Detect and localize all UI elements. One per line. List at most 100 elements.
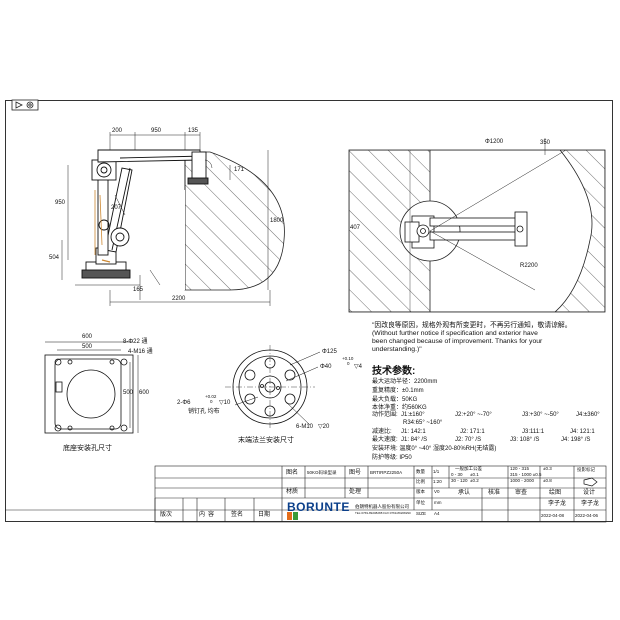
spec-motion-j3: J3:+30° ~-50° [522,412,559,418]
tb-unit-label: 单位 [416,500,425,505]
flange-thread-depth: ▽20 [318,424,330,430]
spec-reduction-j1: J1: 142:1 [401,429,426,435]
spec-speed-j1: J1: 84° /S [401,437,428,443]
spec-speed-j3: J3: 108° /S [510,437,540,443]
flange-caption: 末端法兰安装尺寸 [238,437,294,444]
dim-1800: 1800 [270,218,284,224]
dim-165: 165 [133,287,144,293]
dim-200: 200 [112,128,123,134]
specs-title: 技术参数: [372,366,416,377]
side-view-robot [81,149,209,279]
base-caption: 底座安装孔尺寸 [63,445,112,452]
notice-line-1: "因改良等原因，规格外观有所变更时，不再另行通知，敬请谅解。 [372,322,572,329]
tb-qty-label: 数量 [416,469,425,474]
tb-tol-a4: ±0.3 [543,466,552,471]
spec-reduction-j4: J4: 121:1 [570,429,595,435]
tb-tol-b3: 1000 - 2000 [510,478,535,483]
flange-dia-125: Φ125 [322,349,337,355]
pin-note: 销钉孔 均布 [188,409,220,415]
spec-reduction-j3: J3:111:1 [522,429,545,435]
spec-ip: 防护等级: IP50 [372,455,412,461]
spec-reduction-label: 减速比: [372,429,392,435]
tb-sign-header: 签名 [231,512,244,518]
spec-speed-j2: J2: 70° /S [455,437,482,443]
side-view-envelope [130,151,285,291]
dim-950-top: 950 [151,128,162,134]
tb-tol-header: 一般加工公差 [455,466,482,471]
tb-version-label: 版本 [416,489,425,494]
projection-mark-icon [11,99,39,111]
plan-view-robot [404,211,528,249]
flange-tol-upper: +0.10 [342,356,354,361]
tb-version-value: V0 [434,489,440,494]
notice-text: "因改良等原因，规格外观有所变更时，不再另行通知，敬请谅解。 (Without … [372,322,572,354]
flange-threads: 6-M10 [296,424,314,430]
company-logo: BORUNTE [287,500,350,514]
tb-rev-header: 版次 [160,512,173,518]
pin-tol-upper: +0.02 [205,394,217,399]
spec-motion-r34: R34:65° ~160° [403,420,443,426]
tb-content-header-1: 内 [199,512,206,518]
tb-tol-b2: ±0.2 [470,478,479,483]
spec-speed-label: 最大速度: [372,437,398,443]
spec-environment: 安装环境: 温度0° ~40° 湿度20-80%RH(无结露) [372,446,497,452]
tb-approve-label: 承认 [458,490,471,496]
logo-green-icon [293,512,298,520]
tb-drafter: 李子龙 [548,501,567,507]
tb-designer: 李子龙 [581,501,600,507]
tb-scale-label: 比例 [416,479,425,484]
base-dim-500: 500 [82,344,93,350]
dim-350: 350 [540,140,551,146]
tb-size-value: A4 [434,511,440,516]
base-dim-600: 600 [82,334,93,340]
flange-depth-4: ▽4 [354,364,362,370]
tb-material-label: 材质 [286,489,299,495]
flange-tol-lower: 0 [347,361,350,366]
dim-207: 207 [111,205,122,211]
base-mount-view [44,341,139,434]
dim-407: 407 [350,225,361,231]
dim-phi1200: Φ1200 [485,139,504,145]
company-cn-name: 伯朗特机器人股份有限公司 [355,504,409,509]
pin-tol-lower: 0 [210,399,213,404]
flange-dia-40: Φ40 [320,364,332,370]
tb-tol-a2: ±0.1 [470,472,479,477]
title-block-grid [5,465,607,523]
tb-check-label: 核准 [488,490,501,496]
tb-review-label: 审查 [515,490,528,496]
drawing-frame [5,100,613,522]
tb-tol-b1: 30 - 120 [451,478,468,483]
tb-draw-date: 2022-04-08 [541,513,565,518]
base-dim-500-v: 500 [123,390,134,396]
tb-design-label: 设计 [583,490,596,496]
base-holes-8: 8-Φ22 通 [123,339,148,345]
spec-motion-j4: J4:±360° [576,412,600,418]
dim-504: 504 [49,255,60,261]
tb-proj-label: 投影标记 [577,467,595,472]
tb-unit-value: mm [434,500,442,505]
spec-motion-label: 动作范围: [372,412,398,418]
dim-r2200: R2200 [520,263,538,269]
tb-tol-a3: 120 - 315 [510,466,530,471]
tb-content-header-2: 容 [208,512,215,518]
spec-motion-j1: J1:±160° [401,412,425,418]
dim-2200: 2200 [172,296,186,302]
flange-view [225,345,321,430]
tb-tol-b4: ±0.8 [543,478,552,483]
spec-reduction-j2: J2: 171:1 [460,429,485,435]
tb-name-label: 图名 [286,470,299,476]
pin-depth: ▽10 [219,400,231,406]
third-angle-projection-icon [583,477,598,487]
spec-motion-j2: J2:+20° ~-70° [455,412,492,418]
dim-171: 171 [234,167,245,173]
notice-line-4: understanding.)" [372,346,422,353]
spec-radius: 最大运动半径：2200mm [372,379,438,385]
tb-qty-value: 1/1 [433,469,440,474]
tb-tol-a1: 0 - 30 [451,472,463,477]
tb-process-label: 处理 [349,489,362,495]
side-view-dimensions [61,132,271,306]
base-dim-600-v: 600 [139,390,150,396]
company-contact: TEL:0769-89208288 FAX:0769-89208290 [355,511,411,515]
dim-135: 135 [188,128,199,134]
tb-size-label: SIZE [416,511,427,516]
